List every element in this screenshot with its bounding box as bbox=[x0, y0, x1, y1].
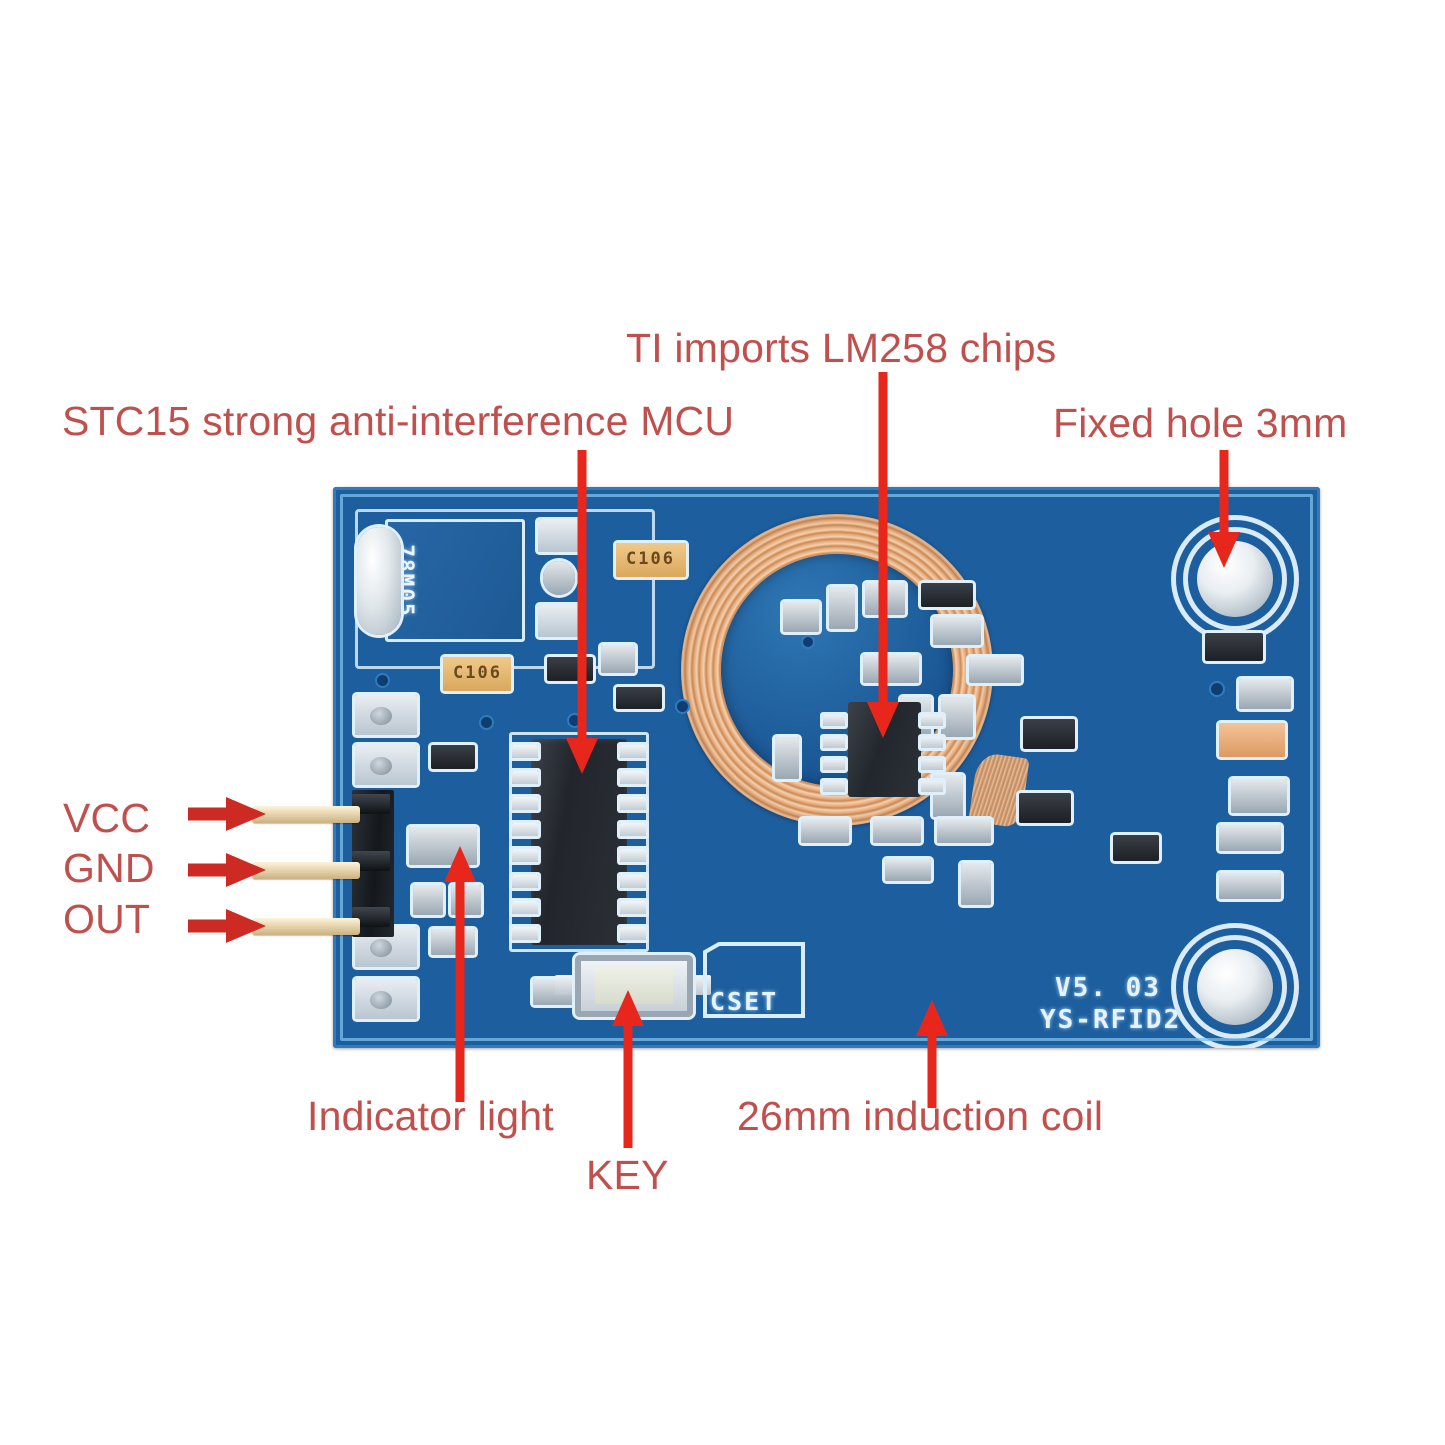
coil-transistor-1 bbox=[1023, 719, 1075, 749]
right-smd-4 bbox=[1231, 779, 1287, 813]
coil-transistor-2 bbox=[1019, 793, 1071, 823]
via-left-2 bbox=[370, 757, 392, 775]
coil-smd-12 bbox=[801, 819, 849, 843]
coil-smd-5 bbox=[933, 617, 981, 645]
header-wire-out bbox=[252, 918, 360, 935]
fixed-hole-bottom bbox=[1197, 949, 1273, 1025]
via-1 bbox=[377, 675, 388, 686]
annotation-label-key: KEY bbox=[586, 1152, 669, 1198]
pin-label-vcc: VCC bbox=[63, 795, 151, 841]
lm258-pin-l4 bbox=[823, 781, 845, 792]
coil-smd-1 bbox=[783, 602, 819, 632]
silk-text-version: V5. 03 bbox=[1055, 973, 1161, 1003]
via-left-3 bbox=[370, 939, 392, 957]
via-left-4 bbox=[370, 991, 392, 1009]
right-smd-7 bbox=[1113, 835, 1159, 861]
set-silk-triangle bbox=[699, 942, 807, 1022]
header-slot-gnd bbox=[352, 851, 390, 871]
key-switch-tab-left bbox=[555, 975, 581, 995]
coil-smd-7 bbox=[969, 657, 1021, 683]
via-6 bbox=[803, 637, 813, 647]
annotation-label-coil: 26mm induction coil bbox=[737, 1093, 1104, 1139]
coil-smd-10 bbox=[941, 697, 973, 737]
coil-smd-2 bbox=[829, 587, 855, 629]
header-slot-out bbox=[352, 907, 390, 927]
capacitor-c106-left bbox=[443, 657, 511, 691]
silk-text-partnumber: YS-RFID2 bbox=[1040, 1005, 1182, 1035]
right-smd-1 bbox=[1205, 633, 1263, 661]
lm258-pin-r2 bbox=[921, 737, 943, 748]
via-3 bbox=[569, 715, 580, 726]
silk-text-set: CSET bbox=[710, 987, 779, 1016]
coil-smd-4 bbox=[921, 583, 973, 607]
regulator-pad-top bbox=[538, 520, 582, 552]
annotation-label-mcu: STC15 strong anti-interference MCU bbox=[62, 398, 735, 444]
pin-label-out: OUT bbox=[63, 896, 151, 942]
fixed-hole-bottom-ring-inner bbox=[1183, 935, 1287, 1039]
capacitor-c106-top bbox=[616, 543, 686, 577]
annotation-label-lm258: TI imports LM258 chips bbox=[626, 325, 1057, 371]
tantalum-capacitor bbox=[357, 527, 401, 635]
via-5 bbox=[1211, 683, 1223, 695]
annotation-label-indicator: Indicator light bbox=[307, 1093, 554, 1139]
lm258-pin-r1 bbox=[921, 715, 943, 726]
header-wire-gnd bbox=[252, 862, 360, 879]
fixed-hole-bottom-ring-outer bbox=[1171, 923, 1299, 1048]
lm258-pin-r4 bbox=[921, 781, 943, 792]
coil-smd-8 bbox=[775, 737, 799, 779]
annotation-label-fixed-hole: Fixed hole 3mm bbox=[1053, 400, 1348, 446]
header-wire-vcc bbox=[252, 806, 360, 823]
smd-resistor-c bbox=[601, 645, 635, 673]
coil-smd-6 bbox=[863, 655, 919, 683]
lm258-pin-r3 bbox=[921, 759, 943, 770]
pin-label-gnd: GND bbox=[63, 845, 155, 891]
smd-resistor-b bbox=[616, 687, 662, 709]
header-slot-vcc bbox=[352, 794, 390, 814]
right-smd-5 bbox=[1219, 825, 1281, 851]
smd-near-led-a bbox=[413, 885, 443, 915]
via-left-1 bbox=[370, 707, 392, 725]
lm258-pin-l3 bbox=[823, 759, 845, 770]
via-2 bbox=[481, 717, 492, 728]
right-smd-3 bbox=[1219, 723, 1285, 757]
via-4 bbox=[677, 701, 688, 712]
silk-text-c106-left: C106 bbox=[453, 663, 502, 683]
smd-bottom-left-a bbox=[431, 929, 475, 955]
regulator-pad-mid bbox=[543, 561, 575, 595]
rfid-pcb-board: 78M05 C106 C106 bbox=[333, 487, 1320, 1048]
smd-resistor-left-mid bbox=[431, 745, 475, 769]
coil-smd-15 bbox=[885, 859, 931, 881]
fixed-hole-top-ring-inner bbox=[1183, 527, 1287, 631]
coil-smd-14 bbox=[937, 819, 991, 843]
lm258-pin-l2 bbox=[823, 737, 845, 748]
regulator-pad-bottom bbox=[538, 605, 582, 637]
right-smd-6 bbox=[1219, 873, 1281, 899]
lm258-pin-l1 bbox=[823, 715, 845, 726]
silk-text-c106-top: C106 bbox=[626, 549, 675, 569]
coil-smd-16 bbox=[961, 863, 991, 905]
coil-smd-13 bbox=[873, 819, 921, 843]
right-smd-2 bbox=[1239, 679, 1291, 709]
